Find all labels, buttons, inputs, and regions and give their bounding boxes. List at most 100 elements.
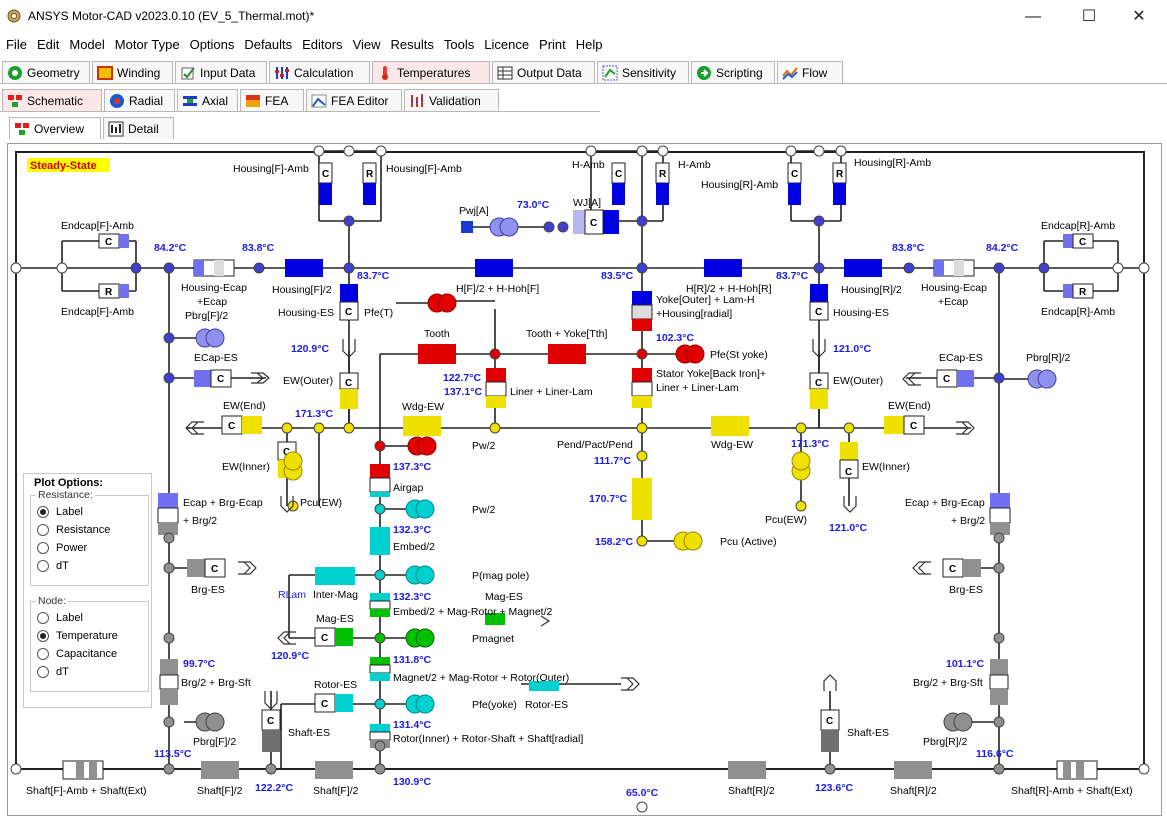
node-capacitance-radio[interactable]: Capacitance [37, 647, 117, 662]
svg-text:C: C [211, 564, 218, 575]
label: Pbrg[F]/2 [193, 736, 236, 748]
menu-motor-type[interactable]: Motor Type [114, 37, 180, 52]
node-group: Node: Label Temperature Capacitance dT [30, 595, 149, 692]
tab-geometry[interactable]: Geometry [2, 61, 90, 83]
svg-text:C: C [590, 218, 597, 229]
radio-label: Label [56, 612, 83, 624]
temp: 101.1°C [946, 658, 984, 670]
radio-dot[interactable] [37, 630, 49, 642]
tab-label: FEA [265, 94, 289, 108]
tab-label: Radial [129, 94, 164, 108]
menu-defaults[interactable]: Defaults [244, 37, 293, 52]
svg-text:C: C [267, 716, 274, 727]
radio-dot[interactable] [37, 648, 49, 660]
radio-label: dT [56, 666, 69, 678]
menu-print[interactable]: Print [539, 37, 566, 52]
menu-model[interactable]: Model [69, 37, 105, 52]
temp: 132.3°C [393, 524, 431, 536]
tab-schematic[interactable]: Schematic [2, 89, 102, 111]
menu-results[interactable]: Results [390, 37, 434, 52]
label: EW(End) [223, 400, 266, 412]
radio-dot[interactable] [37, 560, 49, 572]
maximize-button[interactable]: ☐ [1081, 8, 1097, 25]
radio-label: Power [56, 542, 88, 554]
radial-icon [110, 94, 124, 108]
detail-icon [108, 121, 124, 137]
temp: 83.7°C [776, 270, 809, 282]
menu-file[interactable]: File [6, 37, 27, 52]
svg-text:R: R [1079, 287, 1087, 298]
radio-dot[interactable] [37, 666, 49, 678]
svg-text:C: C [815, 307, 822, 318]
tab-fea[interactable]: FEA [240, 89, 304, 111]
fea-editor-icon [311, 94, 327, 108]
tab-axial[interactable]: Axial [177, 89, 238, 111]
svg-text:C: C [321, 633, 328, 644]
svg-text:C: C [791, 169, 798, 180]
tab-input-data[interactable]: Input Data [175, 61, 267, 83]
tab-output-data[interactable]: Output Data [492, 61, 595, 83]
tab-validation[interactable]: Validation [404, 89, 499, 111]
menu-tools[interactable]: Tools [443, 37, 475, 52]
tab-temperatures[interactable]: Temperatures [372, 61, 490, 83]
radio-dot[interactable] [37, 542, 49, 554]
temp: 121.0°C [833, 343, 871, 355]
node-dt-radio[interactable]: dT [37, 665, 69, 680]
temp: 65.0°C [626, 787, 659, 799]
tab-radial[interactable]: Radial [104, 89, 175, 111]
thermal-schematic-panel: Steady-State [7, 143, 1162, 816]
table-icon [497, 66, 513, 80]
tab-scripting[interactable]: Scripting [691, 61, 775, 83]
tab-winding[interactable]: Winding [92, 61, 173, 83]
temp: 102.3°C [656, 332, 694, 344]
menu-view[interactable]: View [352, 37, 381, 52]
radio-dot[interactable] [37, 506, 49, 518]
resistance-power-radio[interactable]: Power [37, 541, 87, 556]
plot-options-panel: Plot Options: Resistance: Label Resistan… [23, 473, 152, 708]
menu-options[interactable]: Options [189, 37, 235, 52]
svg-text:C: C [615, 169, 622, 180]
tab-detail[interactable]: Detail [103, 117, 174, 139]
radio-dot[interactable] [37, 612, 49, 624]
label: Brg/2 + Brg-Sft [181, 677, 251, 689]
node-label-radio[interactable]: Label [37, 611, 83, 626]
label: Pbrg[F]/2 [185, 310, 228, 322]
label: Endcap[R]-Amb [1041, 306, 1115, 318]
svg-text:C: C [826, 716, 833, 727]
minimize-button[interactable]: — [1025, 8, 1041, 25]
resistance-resistance-radio[interactable]: Resistance [37, 523, 110, 538]
tab-label: Detail [128, 122, 159, 136]
label: Brg-ES [949, 584, 983, 596]
label: Magnet/2 + Mag-Rotor + Rotor(Outer) [393, 672, 569, 684]
tab-flow[interactable]: Flow [777, 61, 843, 83]
tab-overview[interactable]: Overview [9, 117, 101, 139]
label: Wdg-EW [711, 439, 753, 451]
node-temperature-radio[interactable]: Temperature [37, 629, 118, 644]
tab-label: Output Data [517, 66, 582, 80]
label: Airgap [393, 482, 424, 494]
plot-options-title: Plot Options: [34, 477, 104, 489]
close-button[interactable]: ✕ [1132, 8, 1146, 25]
menu-editors[interactable]: Editors [302, 37, 343, 52]
menu-help[interactable]: Help [575, 37, 603, 52]
label: Pfe(yoke) [472, 699, 517, 711]
tab-label: Input Data [200, 66, 256, 80]
radio-dot[interactable] [37, 524, 49, 536]
label: Liner + Liner-Lam [510, 386, 593, 398]
menu-licence[interactable]: Licence [484, 37, 530, 52]
tab-fea-editor[interactable]: FEA Editor [306, 89, 402, 111]
tab-sensitivity[interactable]: Sensitivity [597, 61, 689, 83]
label: Mag-ES [485, 591, 523, 603]
radio-label: Label [56, 506, 83, 518]
label: Shaft[F]/2 [313, 785, 359, 797]
resistance-label-radio[interactable]: Label [37, 505, 83, 520]
svg-text:C: C [943, 374, 950, 385]
tab-calculation[interactable]: Calculation [269, 61, 370, 83]
resistance-dt-radio[interactable]: dT [37, 559, 69, 574]
rotor-resistors [314, 527, 559, 748]
menu-edit[interactable]: Edit [36, 37, 60, 52]
label: Housing[F]/2 [272, 284, 332, 296]
temp: 83.8°C [892, 242, 925, 254]
resistance-group: Resistance: Label Resistance Power dT [30, 489, 149, 586]
